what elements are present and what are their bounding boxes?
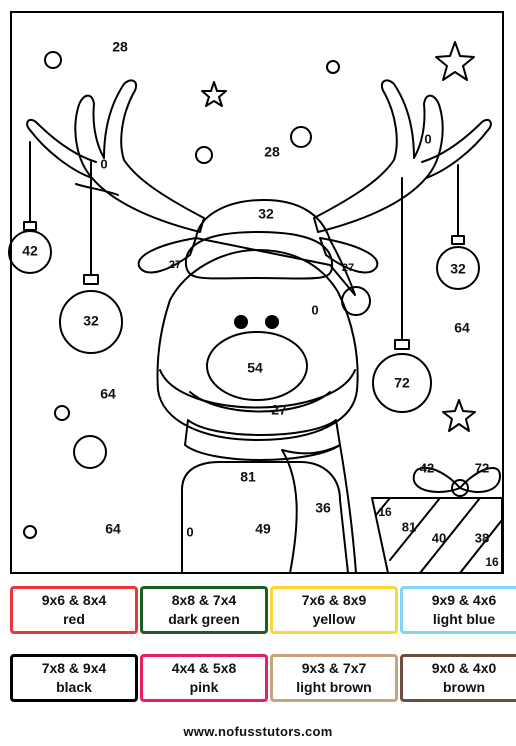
hat-top: [195, 199, 356, 296]
number-mid-sky: 28: [264, 144, 280, 160]
color-key-color-name: dark green: [168, 611, 240, 627]
gift-stripe: [419, 497, 481, 574]
left-eye: [234, 315, 248, 329]
number-gift-5: 16: [485, 555, 499, 569]
number-right-antler: 0: [424, 131, 431, 146]
color-key-color-name: brown: [443, 679, 485, 695]
number-gift-1: 16: [378, 505, 392, 519]
snow-dot: [195, 146, 213, 164]
number-body-left: 0: [186, 524, 193, 539]
color-key-card: 7x8 & 9x4 black: [10, 654, 138, 702]
number-face: 0: [311, 302, 318, 317]
color-key-formula: 9x3 & 7x7: [301, 660, 367, 676]
nose: [206, 331, 308, 401]
ornament-ball: [372, 353, 432, 413]
color-key-card: 4x4 & 5x8 pink: [140, 654, 268, 702]
coloring-picture: 28 28 32 27 27 0 0 42 32 32 72 64 64 54 0 27 81 36 49 0 64 42…: [8, 11, 504, 574]
number-gift-2: 81: [402, 519, 416, 534]
number-top-left-sky: 28: [112, 39, 128, 55]
color-key-formula: 9x9 & 4x6: [431, 592, 497, 608]
color-key-formula: 9x0 & 4x0: [431, 660, 497, 676]
hat-band: [184, 231, 334, 280]
number-gift-3: 40: [432, 530, 446, 545]
star-icon: [201, 81, 227, 107]
website-url: www.nofusstutors.com: [183, 724, 333, 739]
color-key-card: 9x0 & 4x0 brown: [400, 654, 516, 702]
gift-stripe: [459, 519, 503, 574]
gift-bow-knot: [451, 479, 469, 497]
number-nose: 54: [247, 360, 263, 376]
color-key-card: 9x6 & 8x4 red: [10, 586, 138, 634]
gift-box: [371, 497, 503, 574]
color-key-color-name: light brown: [296, 679, 372, 695]
ornament-ball: [59, 290, 123, 354]
color-key-formula: 9x6 & 8x4: [41, 592, 107, 608]
scarf-tail: [281, 444, 357, 574]
number-right-ornament-2: 72: [394, 375, 410, 391]
right-antler-branch: [421, 118, 492, 179]
color-key-card: 9x3 & 7x7 light brown: [270, 654, 398, 702]
number-bow-right: 72: [475, 460, 489, 475]
number-right-sky: 64: [454, 320, 470, 336]
gift-bow: [459, 467, 501, 493]
snow-dot: [44, 51, 62, 69]
color-key-formula: 4x4 & 5x8: [171, 660, 237, 676]
color-key-color-name: red: [63, 611, 85, 627]
number-left-ornament-1: 42: [22, 243, 38, 259]
reindeer-snout: [159, 369, 356, 409]
left-ear: [137, 237, 197, 274]
right-ear: [319, 237, 379, 274]
number-hat-band: 32: [258, 206, 274, 222]
gift-stripe: [375, 497, 391, 516]
reindeer-body: [181, 461, 349, 574]
left-antler-branch: [26, 118, 97, 179]
ornament-cap: [394, 339, 410, 350]
color-key: 9x6 & 8x4 red 8x8 & 7x4 dark green 7x6 & 8x9…: [0, 578, 516, 718]
star-icon: [442, 399, 476, 432]
hat-pompom: [341, 286, 371, 316]
color-numbers: 28 28 32 27 27 0 0 42 32 32 72 64 64 54 0 27 81 36 49 0 64 42…: [22, 39, 499, 569]
star-icon: [435, 41, 475, 81]
number-ground-left: 64: [105, 521, 121, 537]
color-key-formula: 8x8 & 7x4: [171, 592, 237, 608]
snow-dot: [326, 60, 340, 74]
left-antler-branch: [75, 183, 119, 196]
color-key-color-name: pink: [189, 679, 219, 695]
number-left-sky: 64: [100, 386, 116, 402]
ornament-cap: [83, 274, 99, 285]
gift-bow: [412, 466, 461, 493]
number-bow-left: 42: [420, 460, 434, 475]
snow-dot: [290, 126, 312, 148]
snow-dot: [73, 435, 107, 469]
smile: [189, 391, 331, 413]
color-key-color-name: yellow: [312, 611, 356, 627]
color-key-card: 8x8 & 7x4 dark green: [140, 586, 268, 634]
color-key-color-name: black: [56, 679, 92, 695]
color-key-formula: 7x8 & 9x4: [41, 660, 107, 676]
number-left-antler: 0: [100, 156, 107, 171]
color-key-color-name: light blue: [432, 611, 496, 627]
snow-dot: [54, 405, 70, 421]
number-body: 49: [255, 521, 271, 537]
color-key-card: 9x9 & 4x6 light blue: [400, 586, 516, 634]
number-scarf-tail: 36: [315, 500, 331, 516]
right-eye: [265, 315, 279, 329]
ornament-cap: [451, 235, 465, 245]
number-scarf-knot: 81: [240, 469, 256, 485]
ornament-ball: [8, 230, 52, 274]
color-key-card: 7x6 & 8x9 yellow: [270, 586, 398, 634]
number-mouth: 27: [271, 402, 287, 418]
number-gift-4: 38: [475, 530, 489, 545]
scarf: [184, 419, 341, 461]
snow-dot: [23, 525, 37, 539]
color-key-formula: 7x6 & 8x9: [301, 592, 367, 608]
number-right-ear: 27: [342, 262, 354, 274]
gift-stripe: [389, 497, 441, 561]
number-left-ornament-2: 32: [83, 313, 99, 329]
ornament-ball: [436, 246, 480, 290]
number-right-ornament-1: 32: [450, 261, 466, 277]
number-left-ear: 27: [169, 259, 181, 271]
